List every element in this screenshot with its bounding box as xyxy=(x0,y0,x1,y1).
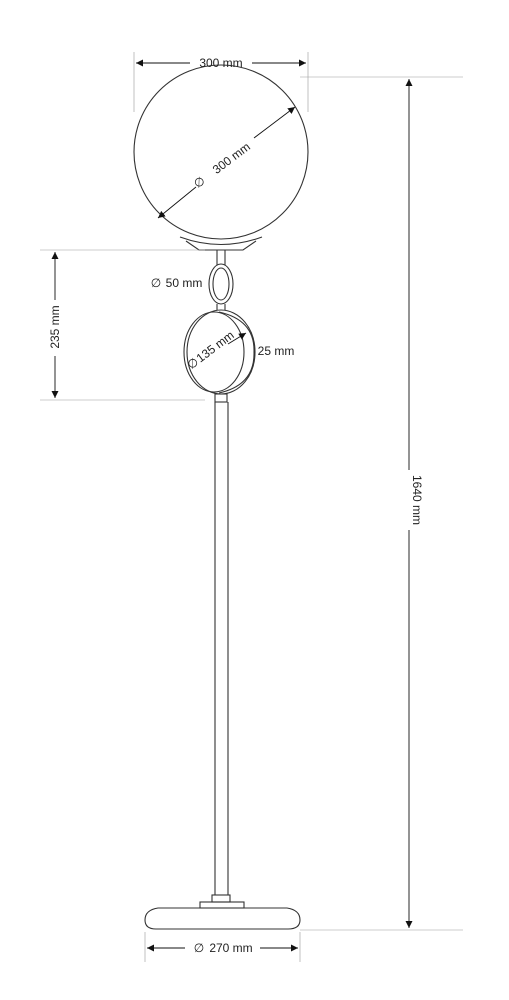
diameter-symbol-small-ball: ∅ xyxy=(151,276,161,290)
lamp-stem xyxy=(211,393,231,903)
small-ball xyxy=(208,263,234,305)
label-base-diameter: 270 mm xyxy=(209,941,252,955)
label-disc-thickness: 25 mm xyxy=(258,344,295,358)
globe-holder xyxy=(179,236,263,251)
neck-connector xyxy=(216,250,226,265)
lamp-base xyxy=(144,901,301,930)
label-disc-diameter: 135 mm xyxy=(194,328,237,365)
label-total-height: 1640 mm xyxy=(410,475,424,525)
label-globe-width: 300 mm xyxy=(199,56,242,70)
globe-shade xyxy=(133,64,309,240)
dimension-globe-diameter xyxy=(157,106,296,219)
label-small-ball-diameter: 50 mm xyxy=(166,276,203,290)
diameter-symbol-base: ∅ xyxy=(194,941,204,955)
diameter-symbol-globe: ∅ xyxy=(191,174,208,191)
label-upper-height: 235 mm xyxy=(48,305,62,348)
extension-lines xyxy=(40,52,463,962)
label-globe-diameter: 300 mm xyxy=(210,140,253,177)
dimension-disc-diameter xyxy=(227,332,247,345)
ball-disc-connector xyxy=(216,304,226,310)
